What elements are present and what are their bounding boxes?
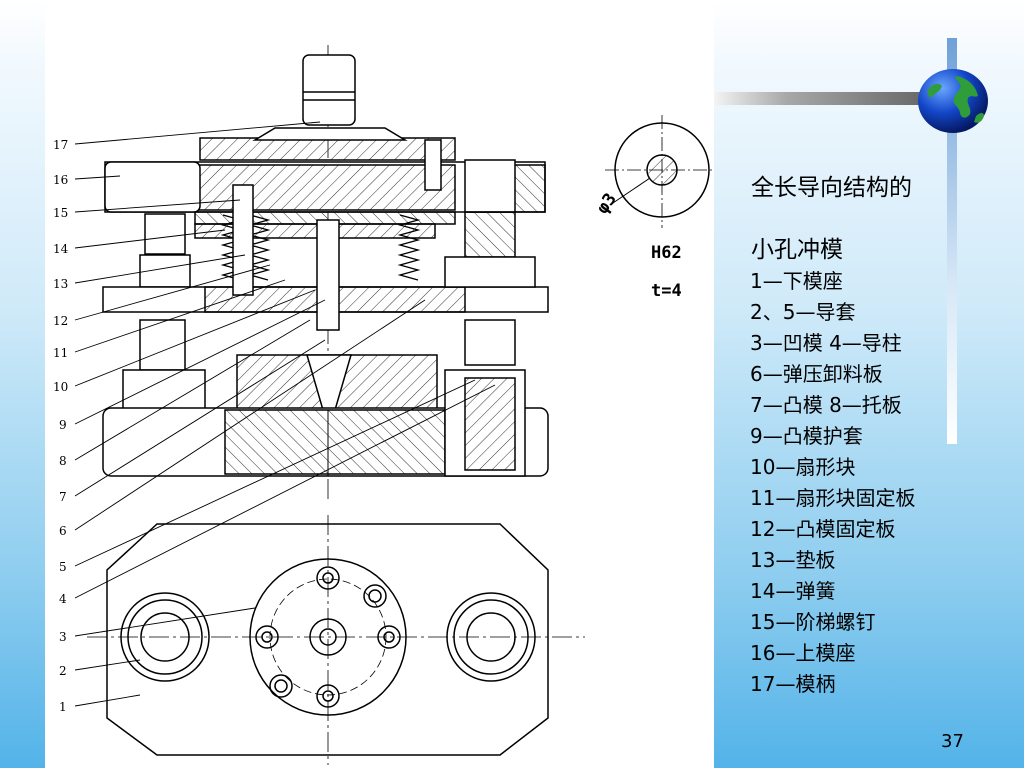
globe-icon (916, 68, 990, 134)
legend-item: 7—凸模 8—托板 (750, 393, 902, 417)
decorative-bar-horizontal (714, 92, 920, 105)
legend-item: 2、5—导套 (750, 300, 856, 324)
parts-legend: 1—下模座 2、5—导套 3—凹模 4—导柱 6—弹压卸料板 7—凸模 8—托板… (750, 266, 915, 700)
part-label-17: 17 (53, 138, 68, 152)
decorative-bar-vertical (947, 38, 957, 444)
legend-item: 14—弹簧 (750, 579, 836, 603)
legend-item: 17—模柄 (750, 672, 836, 696)
part-label-2: 2 (59, 664, 67, 678)
slide-title-line-2: 小孔冲模 (751, 237, 843, 263)
part-label-14: 14 (53, 242, 69, 256)
drawing-panel: 17 16 15 14 13 12 11 10 9 8 7 6 5 4 3 2 … (45, 0, 714, 768)
legend-item: 3—凹模 4—导柱 (750, 331, 902, 355)
legend-item: 16—上模座 (750, 641, 856, 665)
legend-item: 6—弹压卸料板 (750, 362, 883, 386)
part-label-3: 3 (59, 630, 67, 644)
part-label-8: 8 (59, 454, 67, 468)
part-label-4: 4 (59, 592, 67, 606)
part-label-10: 10 (53, 380, 68, 394)
part-label-7: 7 (59, 490, 67, 504)
legend-item: 15—阶梯螺钉 (750, 610, 876, 634)
material-label: H62 (651, 243, 682, 263)
part-label-15: 15 (53, 206, 68, 220)
part-label-6: 6 (59, 524, 67, 538)
part-label-1: 1 (59, 700, 67, 714)
part-label-16: 16 (53, 173, 68, 187)
diameter-label: φ3 (593, 190, 621, 218)
part-label-5: 5 (59, 560, 67, 574)
legend-item: 1—下模座 (750, 269, 843, 293)
legend-item: 13—垫板 (750, 548, 836, 572)
die-assembly-drawing: 17 16 15 14 13 12 11 10 9 8 7 6 5 4 3 2 … (53, 45, 714, 765)
legend-item: 11—扇形块固定板 (750, 486, 916, 510)
legend-item: 10—扇形块 (750, 455, 856, 479)
part-label-13: 13 (53, 277, 68, 291)
part-label-9: 9 (59, 418, 67, 432)
legend-item: 9—凸模护套 (750, 424, 863, 448)
part-label-11: 11 (53, 346, 68, 360)
part-label-12: 12 (53, 314, 68, 328)
page-number: 37 (941, 731, 964, 752)
legend-item: 12—凸模固定板 (750, 517, 896, 541)
slide-title-line-1: 全长导向结构的 (751, 175, 912, 201)
thickness-label: t=4 (651, 281, 682, 301)
